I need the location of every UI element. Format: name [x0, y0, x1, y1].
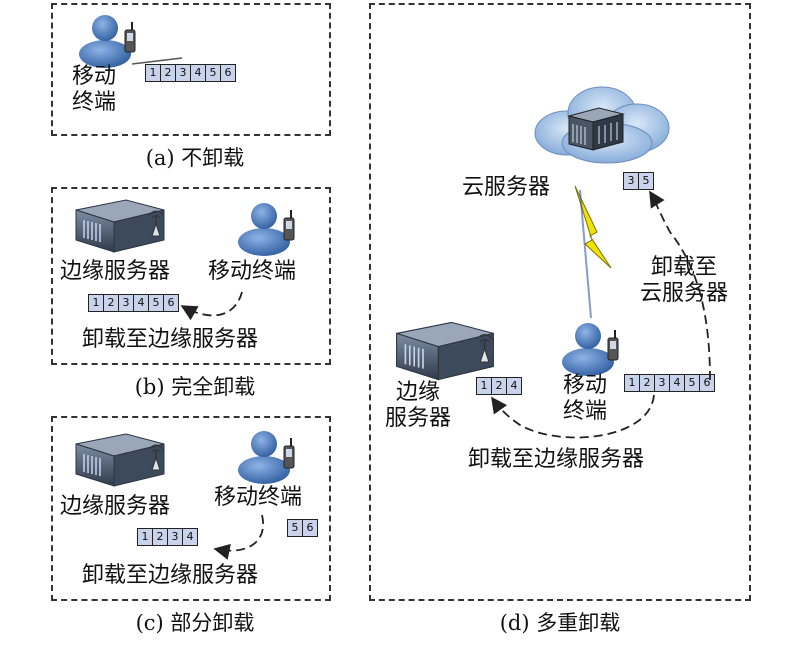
- cloud-server-icon: [534, 86, 670, 164]
- task-cell: 6: [220, 64, 236, 82]
- panel-a-connector: [131, 57, 183, 65]
- panel-d-cloud-tasks: 3 5: [623, 172, 654, 190]
- panel-d-device-label: 移动 终端: [563, 373, 608, 424]
- task-cell: 6: [302, 519, 318, 537]
- panel-b-offload-arrow: [180, 291, 243, 321]
- panel-c-server-label: 边缘服务器: [60, 494, 171, 519]
- panel-b-server-label: 边缘服务器: [60, 259, 171, 284]
- task-cell: 4: [182, 528, 198, 546]
- panel-c-caption: (c) 部分卸载: [135, 611, 255, 635]
- panel-a-task-queue: 1 2 3 4 5 6: [145, 64, 236, 82]
- panel-b-arrow-label: 卸载至边缘服务器: [82, 327, 259, 352]
- panel-b-device-label: 移动终端: [208, 259, 297, 284]
- panel-d-cloud-offload-arrow: [649, 190, 711, 381]
- task-cell: 1: [145, 64, 161, 82]
- panel-c-frame: [51, 416, 331, 601]
- task-cell: 5: [638, 172, 654, 190]
- panel-b-frame: [51, 187, 331, 365]
- panel-d-edge-offload-arrow: [491, 394, 655, 439]
- task-cell: 4: [506, 377, 522, 395]
- panel-a-caption: (a) 不卸载: [145, 146, 245, 170]
- panel-d-frame: [369, 3, 751, 601]
- panel-c-arrow-label: 卸载至边缘服务器: [82, 563, 259, 588]
- task-cell: 6: [699, 374, 715, 392]
- panel-b-caption: (b) 完全卸载: [134, 375, 256, 399]
- panel-b-task-queue: 1 2 3 4 5 6: [88, 294, 179, 312]
- panel-c-offload-arrow: [213, 514, 264, 560]
- panel-c-offloaded-tasks: 1 2 3 4: [137, 528, 198, 546]
- panel-a-device-label: 移动 终端: [72, 64, 117, 115]
- panel-d-device-tasks: 1 2 3 4 5 6: [624, 374, 715, 392]
- task-cell: 5: [148, 294, 164, 312]
- panel-d-cloud-arrow-label: 卸载至 云服务器: [640, 255, 729, 306]
- panel-d-server-label: 边缘 服务器: [385, 380, 452, 431]
- panel-d-wireless-link: [579, 189, 592, 319]
- panel-d-cloud-label: 云服务器: [462, 175, 551, 200]
- panel-c-local-tasks: 5 6: [287, 519, 318, 537]
- panel-d-edge-arrow-label: 卸载至边缘服务器: [468, 447, 645, 472]
- task-cell: 6: [163, 294, 179, 312]
- lightning-icon: [574, 185, 612, 269]
- panel-c-device-label: 移动终端: [214, 485, 303, 510]
- panel-a-frame: [51, 3, 331, 136]
- panel-d-caption: (d) 多重卸载: [499, 611, 621, 635]
- panel-d-edge-tasks: 1 2 4: [476, 377, 522, 395]
